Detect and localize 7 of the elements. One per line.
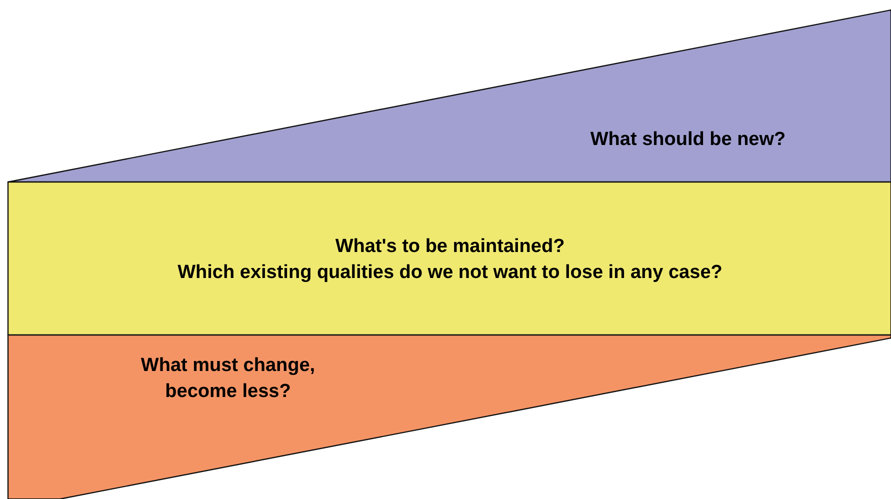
question-text: What must change, become less?: [140, 354, 316, 404]
trapezoid-band: [8, 10, 891, 183]
rectangle-band: [8, 182, 891, 335]
question-text: What's to be maintained?: [334, 235, 566, 259]
question-text: Which existing qualities do we not want to lose in any case?: [176, 261, 724, 285]
question-text: What should be new?: [589, 128, 787, 152]
trapezoid-band: [8, 335, 891, 499]
